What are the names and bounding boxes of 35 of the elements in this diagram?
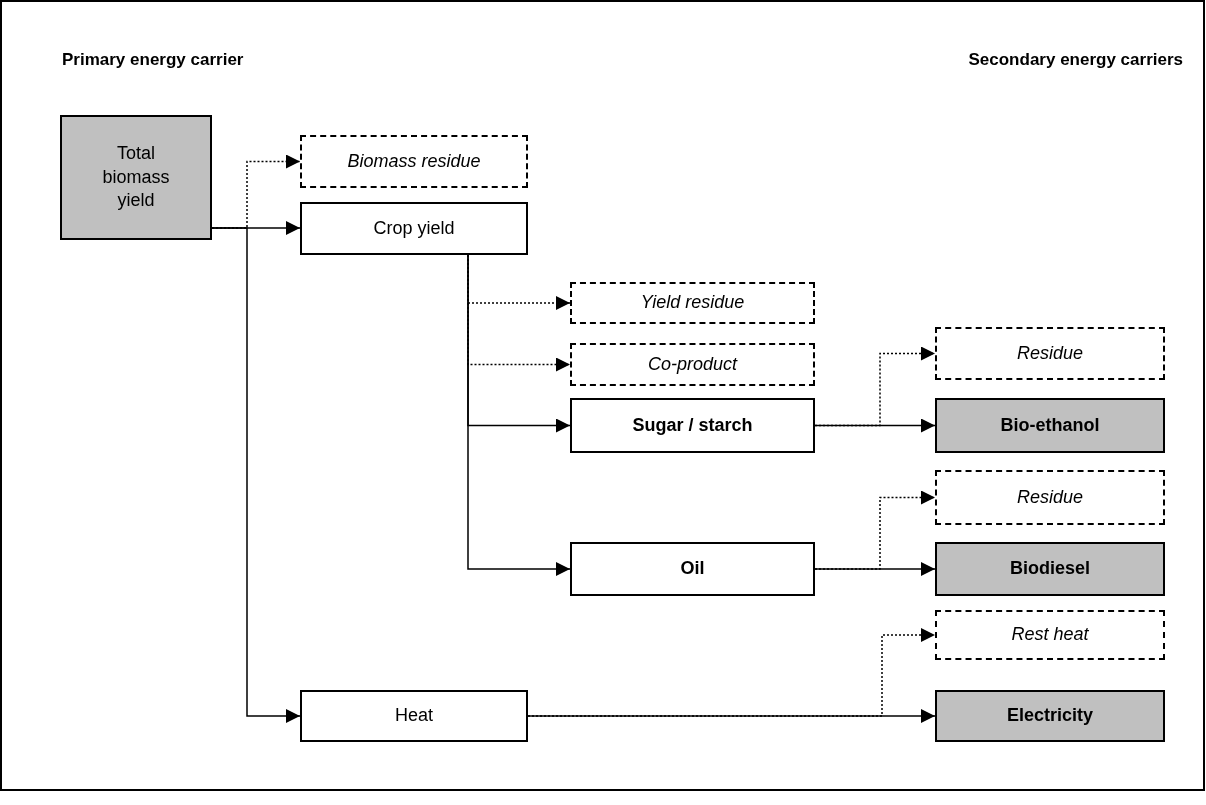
box-label: Biodiesel [1010, 557, 1090, 581]
box-label: Heat [395, 704, 433, 728]
box-label: Yield residue [640, 291, 745, 315]
arrow [527, 709, 936, 723]
box-label: Rest heat [1011, 623, 1089, 647]
arrow [211, 227, 301, 723]
process-box [570, 282, 815, 324]
column-heading: Primary energy carrier [62, 49, 244, 71]
process-box [300, 690, 528, 742]
process-box [570, 542, 815, 596]
box-label: Biomass residue [347, 149, 481, 173]
box-label: Residue [1016, 485, 1083, 509]
box-label: Co-product [647, 352, 737, 376]
process-box [300, 202, 528, 255]
box-label: Electricity [1006, 704, 1093, 728]
process-box [935, 470, 1165, 525]
box-label: Total biomass yield [101, 142, 171, 213]
box-label: Bio-ethanol [1000, 413, 1100, 437]
process-box [60, 115, 212, 240]
process-box [570, 343, 815, 386]
process-box [935, 327, 1165, 380]
arrow [814, 562, 936, 576]
box-label: Residue [1016, 341, 1083, 365]
process-box [570, 398, 815, 453]
process-box [300, 135, 528, 188]
process-box [935, 542, 1165, 596]
process-box [935, 398, 1165, 453]
arrow [467, 254, 571, 576]
process-box [935, 690, 1165, 742]
arrow [814, 418, 936, 433]
box-label: Sugar / starch [632, 413, 753, 437]
box-label: Oil [680, 557, 705, 581]
box-label: Crop yield [373, 216, 455, 240]
process-box [935, 610, 1165, 660]
column-heading: Secondary energy carriers [968, 49, 1183, 71]
